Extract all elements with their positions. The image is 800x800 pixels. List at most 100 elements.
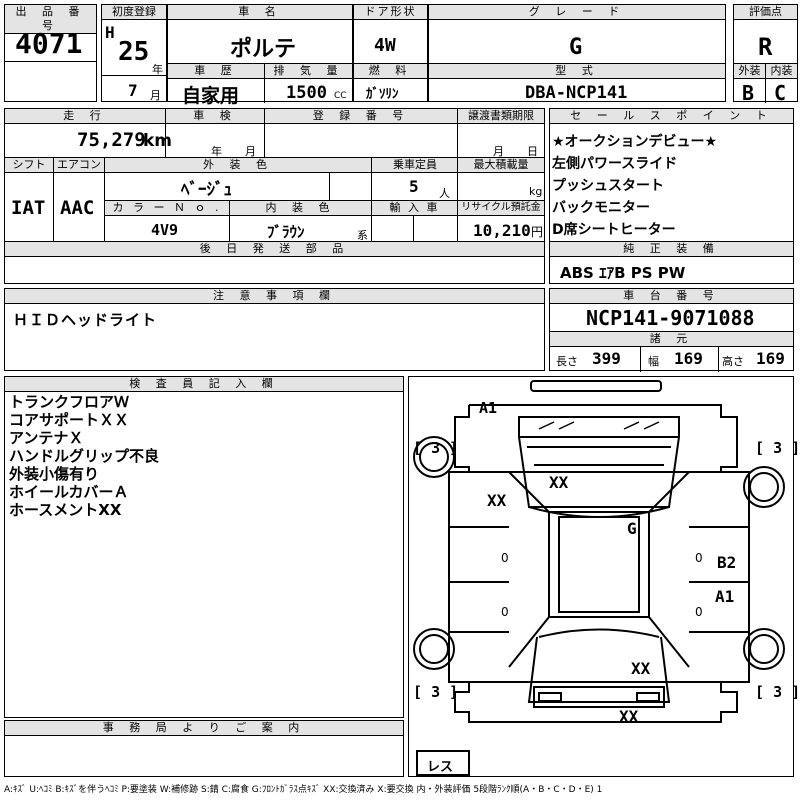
damage-mark: XX xyxy=(631,659,651,678)
zero-mark: 0 xyxy=(501,551,509,565)
width-label: 幅 xyxy=(648,355,659,368)
sales-item: バックモニター xyxy=(552,200,650,216)
ac-label: エアコン xyxy=(54,158,104,173)
inspector-line: ホースメントXX xyxy=(9,501,122,519)
fuel: ｶﾞｿﾘﾝ xyxy=(366,87,399,102)
inspector-line: コアサポートＸＸ xyxy=(9,411,130,429)
chassis-label: 車 台 番 号 xyxy=(550,289,793,304)
color-no: 4V9 xyxy=(151,221,179,239)
history-label: 車 歴 xyxy=(168,64,264,79)
grade: G xyxy=(569,35,583,60)
damage-mark: XX xyxy=(619,707,639,726)
inspector-line: ハンドルグリップ不良 xyxy=(9,447,160,465)
damage-mark: XX xyxy=(487,491,507,510)
km-unit: km xyxy=(143,131,173,151)
reg-no-label: 登 録 番 号 xyxy=(265,109,457,124)
sales-item: ★オークションデビュー★ xyxy=(552,134,718,150)
spec-label: 諸 元 xyxy=(550,332,793,347)
length: 399 xyxy=(592,349,621,368)
length-label: 長さ xyxy=(556,355,578,368)
mileage-label: 走 行 xyxy=(5,109,165,124)
lot-number: 4071 xyxy=(15,27,83,60)
sales-points: セ ー ル ス ポ イ ン ト ★オークションデビュー★ 左側パワースライド プ… xyxy=(549,108,794,284)
reg-month: 7 xyxy=(128,81,138,100)
int-color: ﾌﾞﾗｳﾝ xyxy=(267,223,305,241)
displacement-label: 排 気 量 xyxy=(265,64,352,79)
inspector-line: ホイールカバーＡ xyxy=(9,483,129,501)
equip-label: 純 正 装 備 xyxy=(550,242,793,257)
chassis-number: NCP141-9071088 xyxy=(586,306,755,330)
door-label: ドア形状 xyxy=(354,5,427,20)
int-color-label: 内 装 色 xyxy=(230,201,371,216)
shift-label: シフト xyxy=(5,158,53,173)
transfer-month-unit: 月 xyxy=(493,145,504,158)
door-type: 4W xyxy=(374,35,396,56)
tire-depth: 3 xyxy=(431,439,441,457)
kei-unit: 系 xyxy=(357,229,368,242)
zero-mark: 0 xyxy=(695,551,703,565)
lot-label: 出 品 番 号 xyxy=(5,5,96,34)
fuel-label: 燃 料 xyxy=(354,64,427,79)
shift: IAT xyxy=(11,197,46,219)
grade-cell: グ レ ー ド G 型 式 DBA-NCP141 xyxy=(428,4,726,103)
displacement: 1500 xyxy=(286,83,327,103)
chassis-box: 車 台 番 号 NCP141-9071088 諸 元 長さ 399 幅 169 … xyxy=(549,288,794,372)
damage-diagram: A1 XX XX G B2 A1 XX XX 0 0 0 0 [ 3 ] [ 3… xyxy=(408,376,800,777)
bracket-close: ] xyxy=(791,439,800,457)
notes-text: ＨＩＤヘッドライト xyxy=(13,311,158,329)
bracket-open: [ xyxy=(413,683,423,701)
era: H xyxy=(105,23,115,42)
grade-label: グ レ ー ド xyxy=(429,5,725,20)
score-label: 評価点 xyxy=(734,5,797,20)
legend: A:ｷｽﾞ U:ﾍｺﾐ B:ｷｽﾞを伴うﾍｺﾐ P:要塗装 W:補修跡 S:錆 … xyxy=(4,785,603,795)
inspector-line: トランクフロアＷ xyxy=(9,393,130,411)
car-name-cell: 車 名 ポルテ 車 歴 排 気 量 自家用 1500 CC xyxy=(167,4,353,107)
office-label: 事 務 局 よ り ご 案 内 xyxy=(5,721,403,736)
equip-list: ABS ｴｱB PS PW xyxy=(560,264,686,282)
damage-mark: XX xyxy=(549,473,569,492)
damage-mark: G xyxy=(627,519,637,538)
car-history: 自家用 xyxy=(182,85,240,107)
height: 169 xyxy=(756,349,785,368)
inspector-box: 検 査 員 記 入 欄 トランクフロアＷ コアサポートＸＸ アンテナＸ ハンドル… xyxy=(4,376,404,718)
inspector-label: 検 査 員 記 入 欄 xyxy=(5,377,403,392)
damage-mark: B2 xyxy=(717,553,737,572)
damage-mark: A1 xyxy=(715,587,735,606)
transfer-day-unit: 日 xyxy=(527,145,538,158)
zero-mark: 0 xyxy=(695,605,703,619)
yen-unit: 円 xyxy=(531,225,544,239)
capacity: 5 xyxy=(409,177,419,196)
office-box: 事 務 局 よ り ご 案 内 xyxy=(4,720,404,777)
vehicle-info: 走 行 車 検 登 録 番 号 譲渡書類期限 75,279 km 年 月 月 日… xyxy=(4,108,545,284)
mileage: 75,279 xyxy=(77,129,146,151)
color-no-label: カ ラ ー Ｎ ｏ . xyxy=(105,201,229,216)
top-section: 出 品 番 号 4071 初度登録 H 25 年 7 月 車 名 ポルテ 車 歴… xyxy=(4,4,798,107)
recycle-fee: 10,210 xyxy=(473,221,531,240)
year-unit: 年 xyxy=(152,63,163,76)
damage-mark: A1 xyxy=(479,399,498,417)
height-label: 高さ xyxy=(722,355,744,368)
bracket-close: ] xyxy=(791,683,800,701)
door-cell: ドア形状 4W 燃 料 ｶﾞｿﾘﾝ xyxy=(353,4,428,102)
score-cell: 評価点 R 外装 内装 B C xyxy=(733,4,798,105)
kg-unit: kg xyxy=(529,185,543,198)
score: R xyxy=(758,33,773,61)
bracket-open: [ xyxy=(755,439,765,457)
car-outline-diagram xyxy=(413,380,785,776)
bracket-close: ] xyxy=(449,683,459,701)
transfer-label: 譲渡書類期限 xyxy=(458,109,544,124)
first-reg-label: 初度登録 xyxy=(102,5,166,20)
int-grade: C xyxy=(774,81,787,105)
ext-color-label: 外 装 色 xyxy=(105,158,371,173)
inspection-label: 車 検 xyxy=(166,109,264,124)
sales-item: プッシュスタート xyxy=(552,178,664,194)
insp-month-unit: 月 xyxy=(245,145,256,158)
lot-cell: 出 品 番 号 4071 xyxy=(4,4,97,102)
first-reg-cell: 初度登録 H 25 年 7 月 xyxy=(101,4,167,102)
import-label: 輸 入 車 xyxy=(372,201,457,216)
ac: AAC xyxy=(60,197,95,219)
bracket-open: [ xyxy=(755,683,765,701)
reg-year: 25 xyxy=(118,37,150,67)
load-label: 最大積載量 xyxy=(458,158,544,173)
bracket-open: [ xyxy=(413,439,423,457)
